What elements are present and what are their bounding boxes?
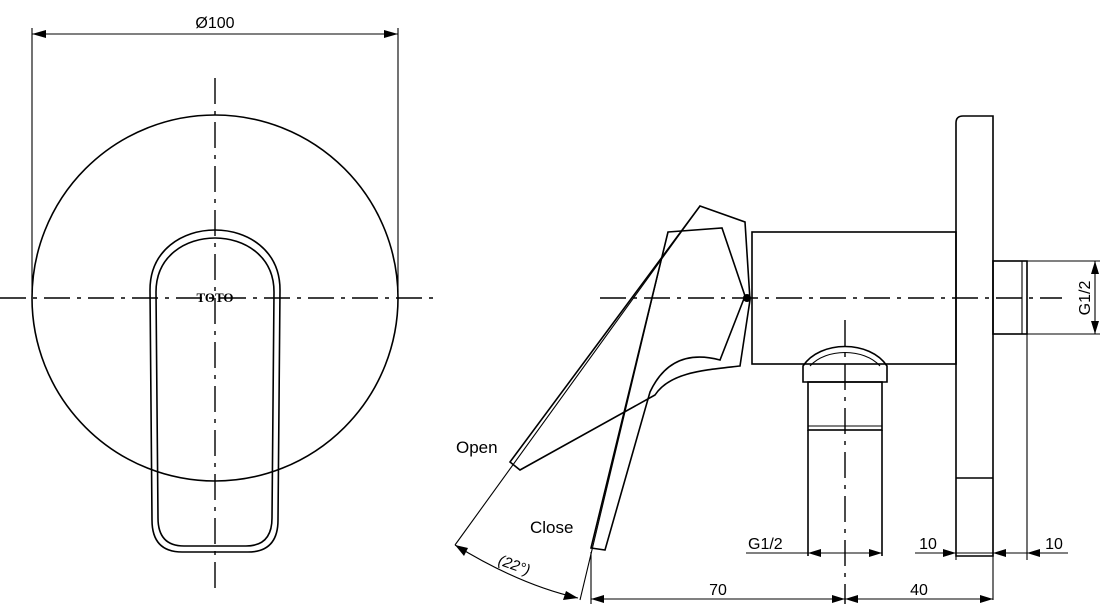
inlet-thread-label: G1/2 bbox=[1077, 281, 1094, 316]
lever-handle-outer bbox=[149, 229, 281, 553]
dim-10-right-label: 10 bbox=[1045, 536, 1063, 553]
escutcheon-plate bbox=[31, 114, 399, 482]
wall-flange bbox=[955, 115, 994, 557]
diameter-arrow-right bbox=[384, 30, 398, 38]
valve-body bbox=[751, 231, 957, 365]
diameter-arrow-left bbox=[32, 30, 46, 38]
lever-handle-inner bbox=[155, 237, 275, 547]
open-label: Open bbox=[456, 438, 498, 457]
dim-70-arrow-right bbox=[832, 595, 845, 603]
lever-open-position bbox=[508, 205, 751, 471]
angle-arrow-right bbox=[563, 591, 578, 600]
open-angle-ray bbox=[454, 205, 701, 546]
brand-logo: TOTO bbox=[196, 290, 233, 305]
outlet-thread-label: G1/2 bbox=[748, 536, 783, 553]
inlet-arrow-bottom bbox=[1091, 321, 1099, 334]
lever-pivot bbox=[743, 294, 751, 302]
dim-70-arrow-left bbox=[591, 595, 604, 603]
angle-arrow-left bbox=[455, 545, 468, 556]
dim-10-left-label: 10 bbox=[919, 536, 937, 553]
close-label: Close bbox=[530, 518, 573, 537]
close-angle-ray bbox=[579, 231, 669, 601]
diameter-label: Ø100 bbox=[195, 15, 234, 32]
lever-closed-position bbox=[590, 227, 746, 551]
dim-40-arrow-right bbox=[980, 595, 993, 603]
side-view: Open Close (22°) G1/2 G1/2 10 10 bbox=[454, 115, 1100, 604]
outlet-thread-arrow-right bbox=[869, 549, 882, 557]
dim-40-label: 40 bbox=[910, 582, 928, 599]
outlet-thread-arrow-left bbox=[808, 549, 821, 557]
front-view: Ø100 TOTO bbox=[0, 15, 438, 590]
dim-10-right-arrow-in bbox=[993, 549, 1006, 557]
dim-10-left-arrow bbox=[943, 549, 956, 557]
outlet-nut bbox=[802, 345, 888, 383]
dim-70-label: 70 bbox=[709, 582, 727, 599]
inlet-arrow-top bbox=[1091, 261, 1099, 274]
angle-label: (22°) bbox=[496, 552, 533, 579]
outlet-nut-inner bbox=[809, 351, 881, 367]
dim-40-arrow-left bbox=[845, 595, 858, 603]
inlet-thread bbox=[992, 260, 1028, 335]
